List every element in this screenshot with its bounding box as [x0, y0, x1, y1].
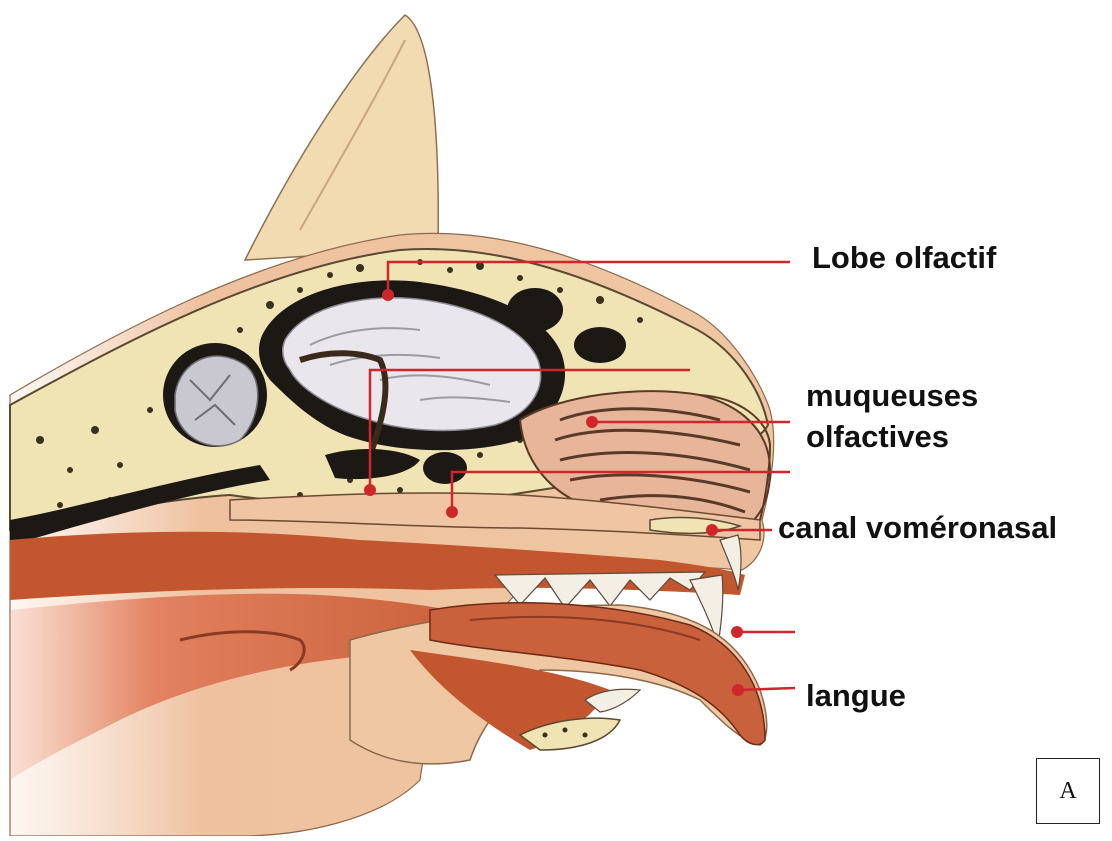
- label-muqueuses-line2: olfactives: [806, 419, 949, 455]
- label-muqueuses-line1: muqueuses: [806, 378, 978, 414]
- panel-letter: A: [1059, 778, 1076, 805]
- ear: [245, 15, 438, 260]
- label-lobe-olfactif: Lobe olfactif: [812, 240, 996, 276]
- cerebellum: [163, 343, 267, 447]
- panel-letter-box: A: [1036, 758, 1100, 824]
- label-langue: langue: [806, 678, 906, 714]
- label-canal-vomeronasal: canal voméronasal: [778, 510, 1057, 546]
